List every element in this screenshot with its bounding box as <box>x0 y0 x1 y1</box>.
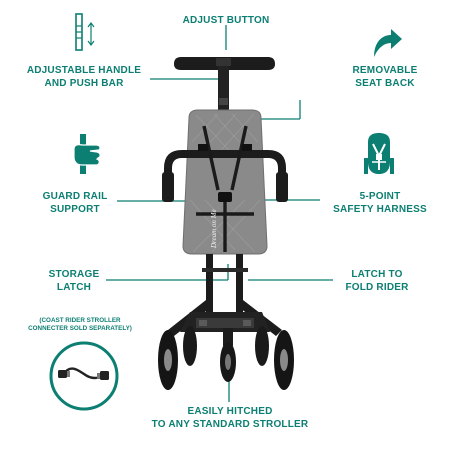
storage-line-1: STORAGE <box>48 269 100 280</box>
brand-mark-text: Dream on Me <box>210 209 218 249</box>
connector-note-line-1: (COAST RIDER STROLLER <box>39 317 121 324</box>
harness-line-1: 5-POINT <box>359 191 401 202</box>
frame <box>168 254 282 336</box>
fold-line-1: LATCH TO <box>351 269 403 280</box>
wheels <box>158 326 294 390</box>
seat-back-label: REMOVABLE SEAT BACK <box>330 64 440 90</box>
hand-grip-icon <box>73 134 101 174</box>
storage-line-2: LATCH <box>56 282 92 293</box>
handle-height-icon <box>75 13 95 51</box>
connector-note: (COAST RIDER STROLLER CONNECTER SOLD SEP… <box>16 317 144 333</box>
curved-arrow-icon <box>374 29 402 57</box>
adjust-button-text: ADJUST BUTTON <box>182 15 270 26</box>
guard-rail-label: GUARD RAIL SUPPORT <box>30 190 120 216</box>
guard-rail-line-2: SUPPORT <box>50 204 100 215</box>
seat-back-line-2: SEAT BACK <box>355 78 415 89</box>
seat-back-line-1: REMOVABLE <box>352 65 418 76</box>
storage-latch-label: STORAGE LATCH <box>36 268 112 294</box>
adjust-button-label: ADJUST BUTTON <box>160 14 292 27</box>
fold-latch-label: LATCH TO FOLD RIDER <box>328 268 426 294</box>
push-bar <box>174 57 275 128</box>
connector-note-line-2: CONNECTER SOLD SEPARATELY) <box>28 325 132 332</box>
handle-label-line-2: AND PUSH BAR <box>44 78 124 89</box>
harness-label: 5-POINT SAFETY HARNESS <box>318 190 442 216</box>
seat-cushion: Dream on Me <box>162 109 288 255</box>
hitch-line-2: TO ANY STANDARD STROLLER <box>151 419 309 430</box>
connector-cable-icon <box>49 341 119 411</box>
harness-icon <box>364 133 394 174</box>
handle-label: ADJUSTABLE HANDLE AND PUSH BAR <box>10 64 158 90</box>
harness-line-2: SAFETY HARNESS <box>333 204 427 215</box>
guard-rail-line-1: GUARD RAIL <box>42 191 108 202</box>
fold-line-2: FOLD RIDER <box>345 282 409 293</box>
hitch-label: EASILY HITCHED TO ANY STANDARD STROLLER <box>120 405 340 431</box>
handle-label-line-1: ADJUSTABLE HANDLE <box>26 65 142 76</box>
hitch-line-1: EASILY HITCHED <box>187 406 273 417</box>
